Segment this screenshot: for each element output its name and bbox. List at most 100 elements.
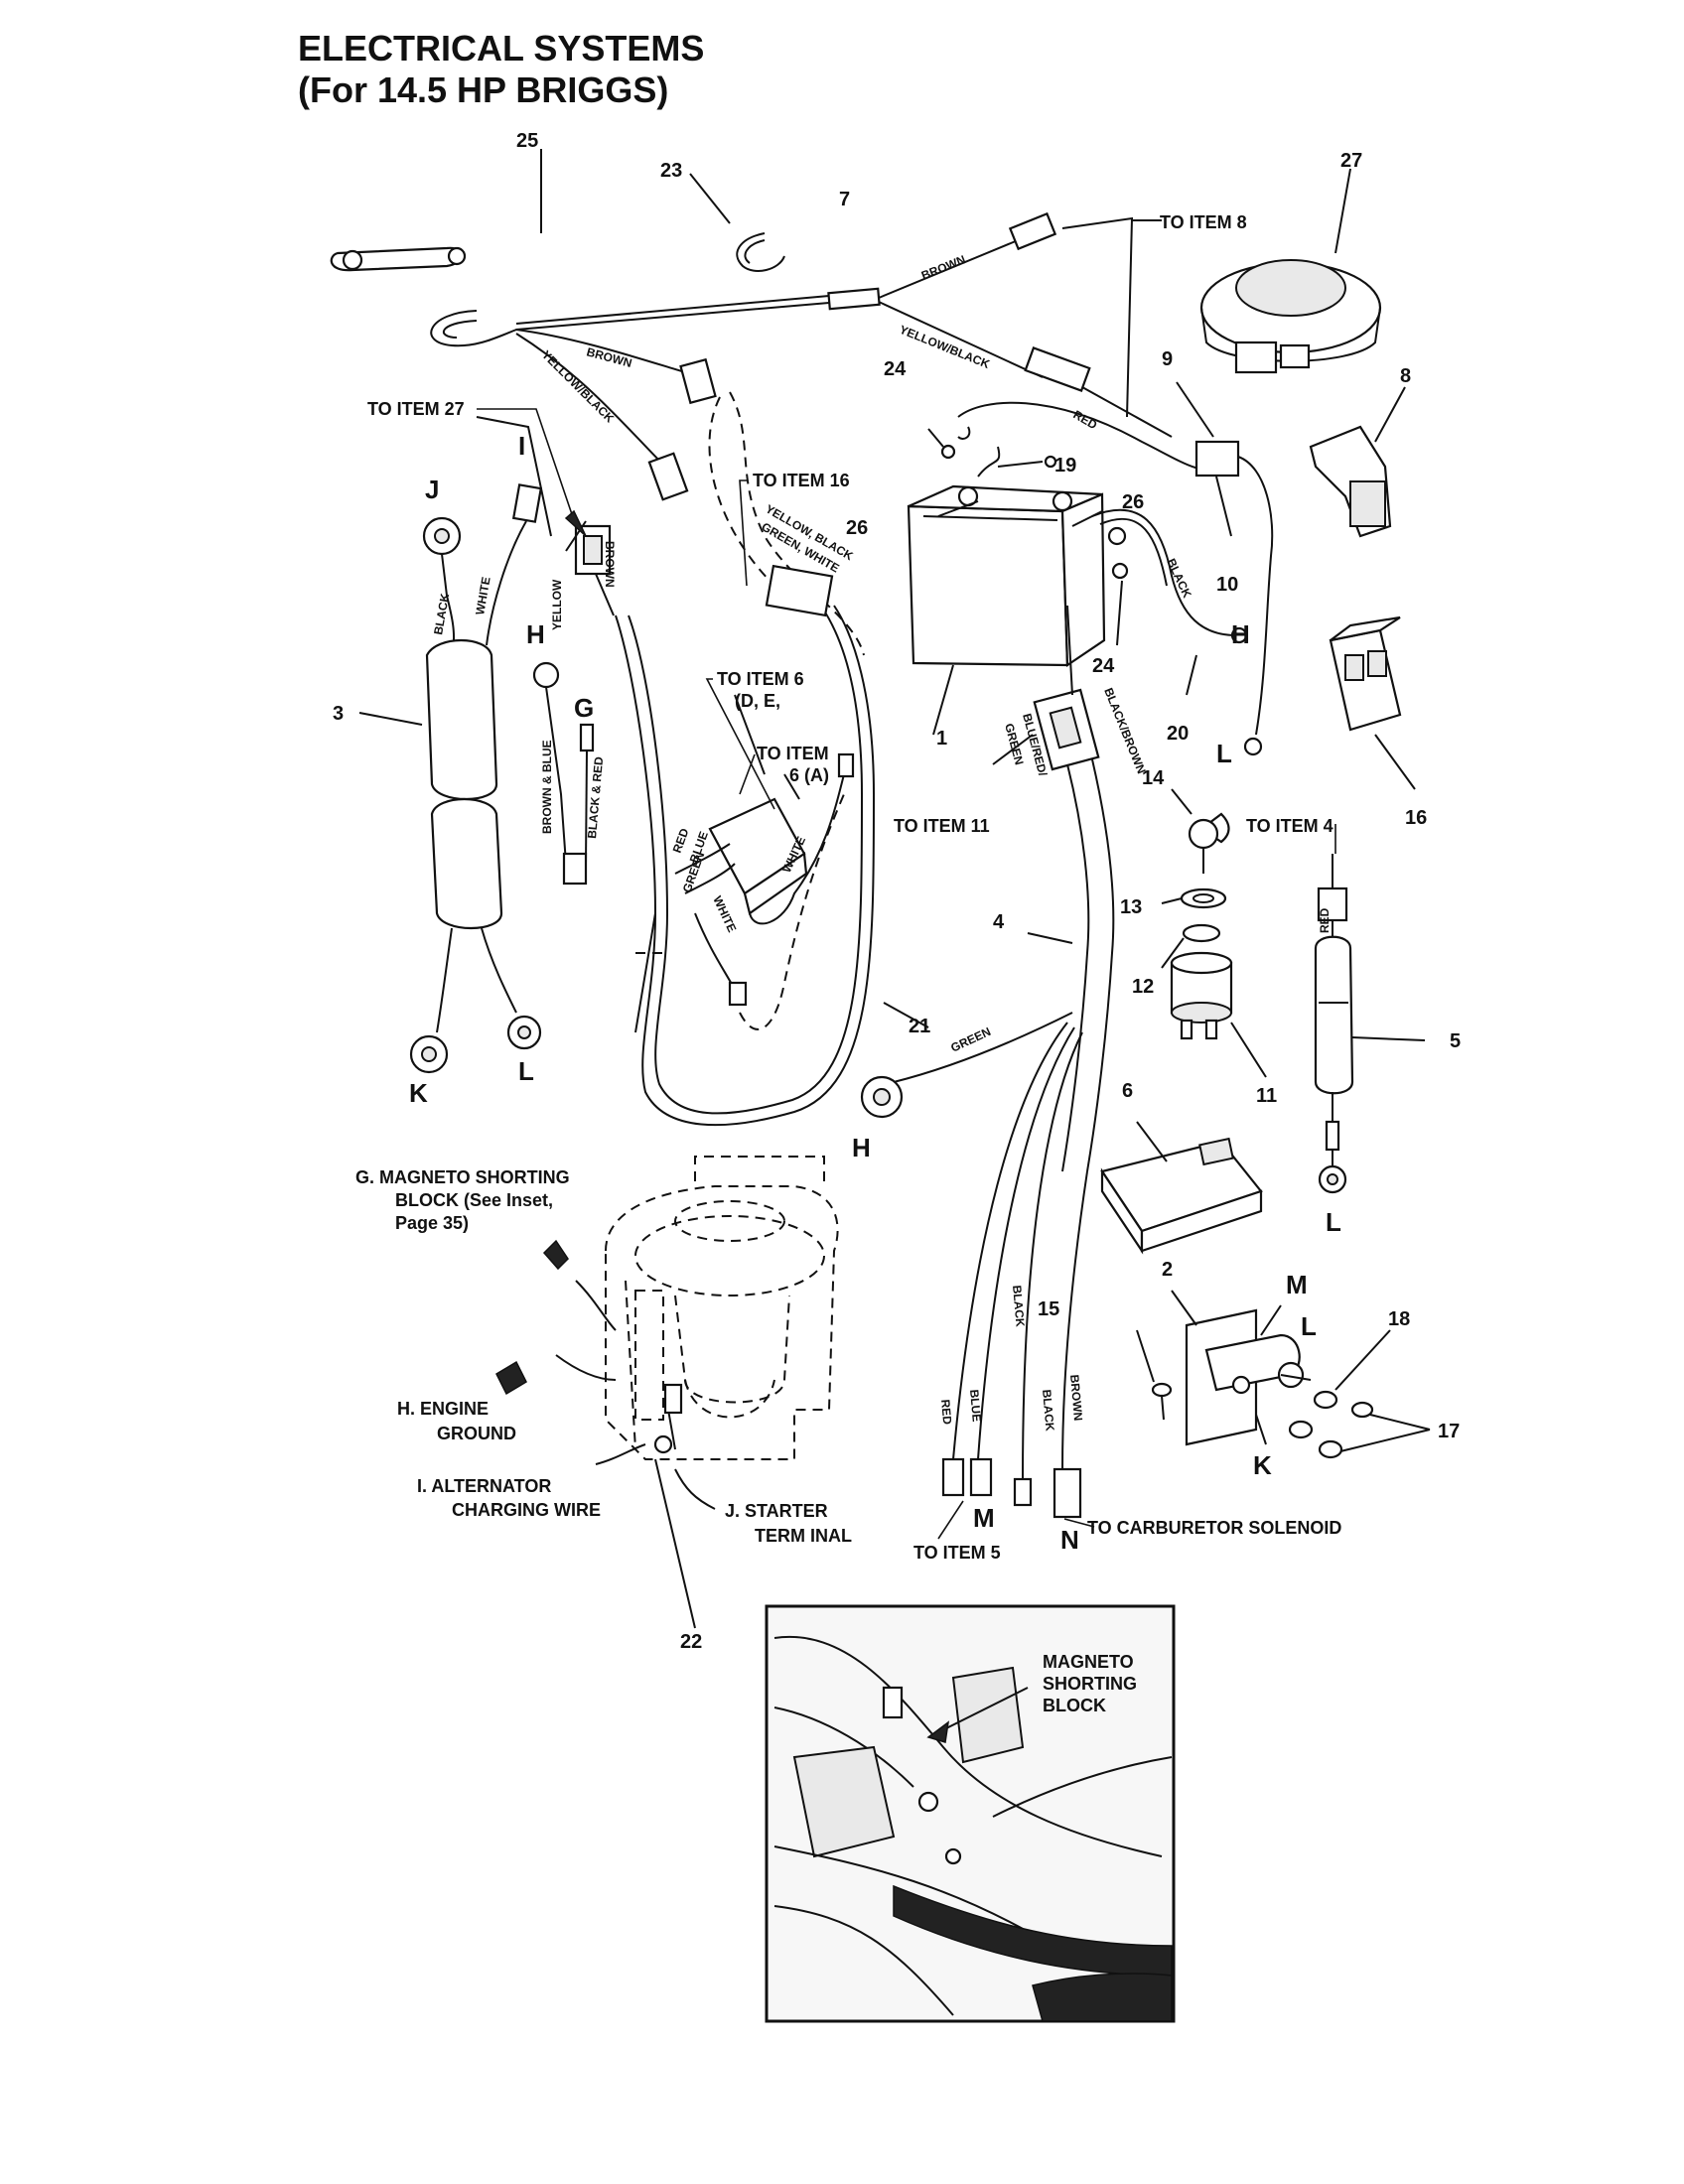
part-number-2: 2	[1162, 1259, 1173, 1281]
part-8-bracket	[1309, 386, 1406, 538]
wire-black-battery: BLACK	[1164, 556, 1194, 600]
part-number-4: 4	[993, 911, 1005, 933]
part-number-27: 27	[1340, 150, 1362, 172]
ref-to-carburetor: TO CARBURETOR SOLENOID	[1087, 1518, 1341, 1538]
inset-label-line-2: SHORTING	[1043, 1674, 1137, 1694]
letter-g: G	[574, 693, 594, 723]
part-number-9: 9	[1162, 348, 1173, 370]
wire-red-module: RED	[670, 826, 692, 855]
part-23-clamp	[689, 173, 785, 272]
wire-brown-blue: BROWN & BLUE	[540, 740, 554, 834]
letter-h-mid: H	[852, 1133, 871, 1162]
part-number-10: 10	[1216, 574, 1238, 596]
ref-to-item-27: TO ITEM 27	[367, 399, 465, 419]
main-harness	[430, 211, 1173, 656]
part-1-battery	[907, 484, 1106, 736]
part-number-23: 23	[660, 160, 682, 182]
part-number-13: 13	[1120, 896, 1142, 918]
connection-letters: J I H G K L H L H L M L K M N	[409, 431, 1341, 1555]
ref-to-item-4: TO ITEM 4	[1246, 816, 1333, 836]
part-number-7: 7	[839, 189, 850, 210]
wire-black-bottom: BLACK	[1010, 1285, 1028, 1327]
wire-red-fuse: RED	[1318, 907, 1332, 933]
part-number-8: 8	[1400, 365, 1411, 387]
wire-green-ground: GREEN	[948, 1024, 993, 1055]
ref-to-item-6-a-1: TO ITEM	[757, 744, 829, 763]
part-number-3: 3	[333, 703, 344, 725]
part-number-12: 12	[1132, 976, 1154, 998]
part-16-connector	[1329, 615, 1416, 790]
part-6-module-ref	[674, 694, 855, 1030]
inset-label: MAGNETO SHORTING BLOCK	[1043, 1652, 1137, 1715]
letter-j: J	[425, 475, 439, 504]
title-line-1: ELECTRICAL SYSTEMS	[298, 28, 705, 68]
part-17-nuts	[1288, 1401, 1431, 1459]
wire-brown-relay: BROWN	[1067, 1374, 1085, 1422]
ground-wires	[532, 661, 595, 886]
part-15-screw	[1136, 1329, 1173, 1421]
letter-k-left: K	[409, 1078, 428, 1108]
callout-h-line-2: GROUND	[437, 1424, 516, 1443]
ref-to-item-6-a-2: 6 (A)	[789, 765, 829, 785]
letter-h-left: H	[526, 619, 545, 649]
ref-to-item-16: TO ITEM 16	[753, 471, 850, 490]
part-number-26: 26	[846, 517, 868, 539]
callout-g-line-1: G. MAGNETO SHORTING	[355, 1167, 570, 1187]
part-25-clip	[330, 149, 542, 272]
wire-black-relay: BLACK	[1040, 1389, 1057, 1432]
wire-yellow: YELLOW	[550, 579, 564, 630]
letter-n: N	[1060, 1525, 1079, 1555]
part-number-5: 5	[1450, 1030, 1461, 1052]
engine-outline	[495, 1156, 839, 1629]
title-line-2: (For 14.5 HP BRIGGS)	[298, 69, 669, 110]
letter-m-bottom: M	[973, 1503, 995, 1533]
part-number-25: 25	[516, 130, 538, 152]
inset-label-line-1: MAGNETO	[1043, 1652, 1134, 1672]
callout-g-line-3: Page 35)	[395, 1213, 469, 1233]
wire-red-top: RED	[1071, 407, 1100, 432]
part-27-alarm	[1199, 168, 1382, 374]
inset-photo	[765, 1604, 1176, 2023]
part-number-15: 15	[1038, 1298, 1059, 1320]
wire-black-left: BLACK	[431, 592, 452, 635]
part-number-19: 19	[1054, 455, 1076, 477]
part-9-connector	[957, 381, 1274, 756]
callout-i-line-2: CHARGING WIRE	[452, 1500, 601, 1520]
part-number-16: 16	[1405, 807, 1427, 829]
part-number-14: 14	[1142, 767, 1165, 789]
part-number-21: 21	[909, 1016, 930, 1037]
callout-j-line-2: TERM INAL	[755, 1526, 852, 1546]
wire-blue-bottom: BLUE	[967, 1389, 984, 1423]
inset-label-line-3: BLOCK	[1043, 1696, 1106, 1715]
part-6-connector	[1100, 1121, 1263, 1255]
wire-brown-vertical: BROWN	[603, 541, 617, 588]
letter-i: I	[518, 431, 525, 461]
part-11-switch	[1170, 951, 1267, 1078]
callout-j-line-1: J. STARTER	[725, 1501, 828, 1521]
letter-m-relay: M	[1286, 1270, 1308, 1299]
callout-h-line-1: H. ENGINE	[397, 1399, 489, 1419]
wire-white-lower: WHITE	[710, 893, 739, 934]
part-14-key	[1171, 788, 1230, 874]
callout-g-line-2: BLOCK (See Inset,	[395, 1190, 553, 1210]
letter-h-right: H	[1231, 619, 1250, 649]
ref-to-item-6-def-1: TO ITEM 6	[717, 669, 804, 689]
part-2-relay	[1171, 1290, 1312, 1446]
letter-l-fuse: L	[1326, 1207, 1341, 1237]
part-number-18: 18	[1388, 1308, 1410, 1330]
wire-red-bottom: RED	[938, 1399, 954, 1426]
wire-brown-top: BROWN	[919, 252, 968, 282]
reference-leaders	[477, 408, 1336, 1540]
part-number-24: 24	[884, 358, 907, 380]
page-title: ELECTRICAL SYSTEMS (For 14.5 HP BRIGGS)	[298, 28, 704, 111]
part-number-20: 20	[1167, 723, 1189, 745]
part-18-washer	[1313, 1329, 1391, 1410]
part-21-harness	[476, 416, 929, 1127]
part-number-11: 11	[1256, 1085, 1277, 1107]
ref-to-item-11: TO ITEM 11	[894, 816, 990, 836]
part-13-nut	[1161, 887, 1227, 909]
part-number-26b: 26	[1122, 491, 1144, 513]
part-4-harness	[860, 605, 1115, 1519]
engine-callouts: G. MAGNETO SHORTING BLOCK (See Inset, Pa…	[355, 1167, 852, 1546]
